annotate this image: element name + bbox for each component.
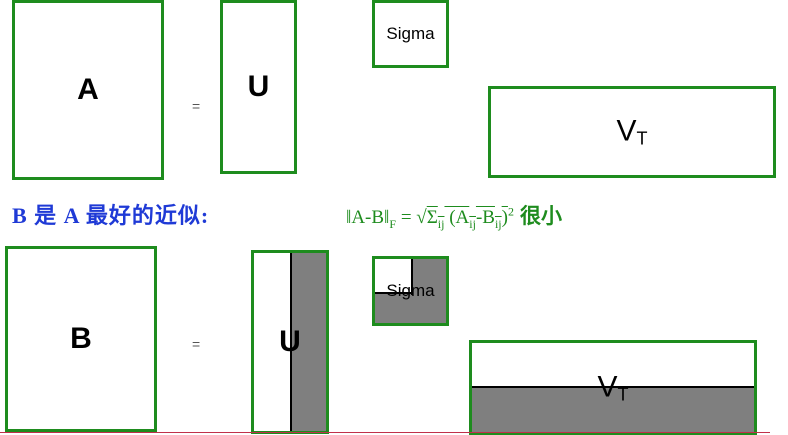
sigma-truncated-shade-bottom <box>375 293 412 323</box>
equals-sign-bottom: = <box>192 336 201 352</box>
matrix-vt-box-bottom: VT <box>469 340 757 435</box>
matrix-b-label: B <box>70 322 92 355</box>
matrix-vt-label-bottom: VT <box>472 370 754 405</box>
u-truncated-shade <box>291 253 326 431</box>
vt-truncation-divider <box>472 386 754 388</box>
formula-minus-b: -B <box>475 207 495 228</box>
formula-paren-close: ) <box>501 207 508 228</box>
matrix-vt-box-top: VT <box>488 86 776 178</box>
matrix-sigma-label-top: Sigma <box>386 24 435 43</box>
matrix-vt-label-top: VT <box>491 115 773 150</box>
vt-truncated-shade <box>472 388 754 432</box>
matrix-vt-letter-top: V <box>616 114 637 148</box>
equals-sign-top: = <box>192 98 201 114</box>
approximation-caption: B 是 A 最好的近似: <box>12 203 210 228</box>
sigma-vertical-divider <box>411 259 413 295</box>
matrix-a-box: A <box>12 0 164 180</box>
matrix-b-box: B <box>5 246 157 432</box>
bottom-rule-line <box>0 432 770 433</box>
matrix-sigma-label-bottom: Sigma <box>386 281 435 300</box>
matrix-vt-letter-bottom: V <box>597 370 618 403</box>
formula-radicand: Σij (Aij-Bij) <box>426 207 508 231</box>
sigma-horizontal-divider <box>375 292 413 294</box>
matrix-u-box-top: U <box>220 0 297 174</box>
matrix-u-label-bottom: U <box>279 325 301 358</box>
formula-norm-sub: F <box>389 216 397 231</box>
matrix-u-label-top: U <box>247 70 270 103</box>
formula-power: 2 <box>507 204 514 219</box>
formula-b-sub: ij <box>494 216 502 231</box>
matrix-vt-sub-top: T <box>636 128 648 149</box>
formula-a-sub: ij <box>469 216 476 231</box>
formula-equals: = √ <box>396 207 427 228</box>
matrix-u-box-bottom: U <box>251 250 329 434</box>
formula-tail: 很小 <box>519 204 562 228</box>
matrix-sigma-box-bottom: Sigma <box>372 256 449 326</box>
u-truncation-divider <box>290 253 292 431</box>
matrix-sigma-box-top: Sigma <box>372 0 449 68</box>
formula-sigma-sub: ij <box>437 216 445 231</box>
formula-paren-open: (A <box>444 207 470 228</box>
formula-norm: ‖A-B‖ <box>346 207 390 228</box>
formula-sigma: Σ <box>426 207 438 228</box>
matrix-vt-sub-bottom: T <box>617 384 629 404</box>
sigma-truncated-shade-right <box>412 259 446 323</box>
matrix-a-label: A <box>77 73 99 106</box>
